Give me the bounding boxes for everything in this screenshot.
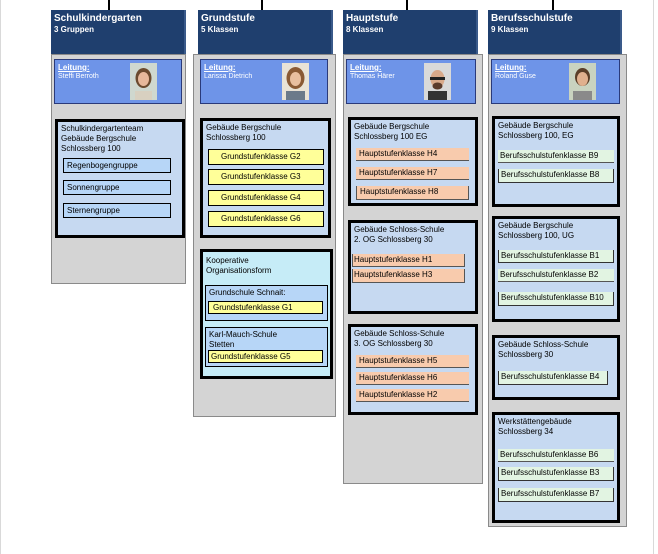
class-item: Berufsschulstufenklasse B3 — [498, 467, 614, 481]
building-address: Gebäude Schloss-Schule 3. OG Schlossberg… — [354, 329, 445, 348]
class-item: Grundstufenklasse G5 — [208, 350, 323, 363]
class-item: Berufsschulstufenklasse B4 — [498, 371, 608, 385]
leader-label: Leitung: — [58, 63, 90, 72]
building-box: Gebäude Bergschule Schlossberg 100 EG Ha… — [348, 117, 478, 206]
class-item: Berufsschulstufenklasse B8 — [498, 169, 614, 183]
partner-school-name: Karl-Mauch-Schule Stetten — [209, 330, 278, 349]
column-title: Grundstufe — [201, 13, 255, 24]
class-item: Berufsschulstufenklasse B9 — [498, 150, 614, 163]
leader-label: Leitung: — [204, 63, 236, 72]
page-border-left — [0, 0, 1, 554]
group-item: Sonnengruppe — [63, 180, 171, 195]
class-item: Hauptstufenklasse H8 — [356, 186, 469, 200]
class-item: Grundstufenklasse G1 — [208, 301, 323, 314]
building-address: Gebäude Bergschule Schlossberg 100 — [206, 123, 282, 142]
building-box: Gebäude Schloss-Schule 3. OG Schlossberg… — [348, 324, 478, 415]
class-item: Berufsschulstufenklasse B6 — [498, 449, 614, 462]
class-item: Berufsschulstufenklasse B7 — [498, 488, 614, 502]
partner-school-box: Karl-Mauch-Schule Stetten Grundstufenkla… — [205, 327, 328, 367]
class-item: Hauptstufenklasse H6 — [356, 372, 469, 385]
building-box: Gebäude Schloss-Schule 2. OG Schlossberg… — [348, 220, 478, 314]
column-header-berufsschulstufe: Berufsschulstufe 9 Klassen — [488, 10, 622, 54]
building-address: Schulkindergartenteam Gebäude Bergschule… — [61, 124, 144, 153]
class-item: Hauptstufenklasse H1 — [352, 254, 465, 267]
class-item: Hauptstufenklasse H4 — [356, 148, 469, 161]
leader-name: Roland Guse — [495, 73, 536, 80]
class-item: Hauptstufenklasse H3 — [352, 269, 465, 283]
leader-box: Leitung: Thomas Härer — [346, 59, 476, 104]
column-title: Berufsschulstufe — [491, 13, 573, 24]
leader-box: Leitung: Roland Guse — [491, 59, 620, 104]
leader-name: Larissa Dietrich — [204, 73, 253, 80]
group-item: Sternengruppe — [63, 203, 171, 218]
class-item: Grundstufenklasse G6 — [208, 211, 324, 227]
building-address: Gebäude Bergschule Schlossberg 100 EG — [354, 122, 430, 141]
group-item: Regenbogengruppe — [63, 158, 171, 173]
building-address: Gebäude Schloss-Schule Schlossberg 30 — [498, 340, 589, 359]
building-address: Gebäude Schloss-Schule 2. OG Schlossberg… — [354, 225, 445, 244]
building-box: Gebäude Bergschule Schlossberg 100, UG B… — [492, 216, 620, 322]
column-header-schulkindergarten: Schulkindergarten 3 Gruppen — [51, 10, 186, 54]
column-subtitle: 5 Klassen — [201, 25, 239, 34]
column-subtitle: 8 Klassen — [346, 25, 384, 34]
leader-name: Steffi Berroth — [58, 73, 99, 80]
class-item: Berufsschulstufenklasse B10 — [498, 292, 614, 306]
page-border-right — [653, 0, 654, 554]
leader-label: Leitung: — [350, 63, 382, 72]
class-item: Grundstufenklasse G4 — [208, 190, 324, 206]
building-box: Werkstättengebäude Schlossberg 34 Berufs… — [492, 412, 620, 523]
building-box: Gebäude Bergschule Schlossberg 100 Grund… — [200, 118, 331, 238]
building-box: Schulkindergartenteam Gebäude Bergschule… — [55, 119, 185, 238]
connector-line — [108, 0, 110, 10]
building-address: Gebäude Bergschule Schlossberg 100, UG — [498, 221, 575, 240]
partner-school-box: Grundschule Schnait: Grundstufenklasse G… — [205, 285, 328, 321]
class-item: Grundstufenklasse G3 — [208, 169, 324, 185]
column-title: Schulkindergarten — [54, 13, 142, 24]
leader-photo-avatar — [569, 63, 596, 100]
leader-box: Leitung: Steffi Berroth — [54, 59, 182, 104]
column-subtitle: 9 Klassen — [491, 25, 529, 34]
partner-school-name: Grundschule Schnait: — [209, 288, 286, 297]
connector-line — [261, 0, 263, 10]
cooperative-title: Kooperative Organisationsform — [206, 256, 272, 275]
class-item: Hauptstufenklasse H7 — [356, 167, 469, 180]
leader-photo-avatar — [282, 63, 309, 100]
class-item: Hauptstufenklasse H5 — [356, 355, 469, 368]
connector-line — [406, 0, 408, 10]
column-subtitle: 3 Gruppen — [54, 25, 95, 34]
column-header-grundstufe: Grundstufe 5 Klassen — [198, 10, 333, 54]
leader-name: Thomas Härer — [350, 73, 395, 80]
class-item: Berufsschulstufenklasse B2 — [498, 269, 614, 282]
building-box: Gebäude Bergschule Schlossberg 100, EG B… — [492, 116, 620, 207]
class-item: Grundstufenklasse G2 — [208, 149, 324, 165]
building-box: Gebäude Schloss-Schule Schlossberg 30 Be… — [492, 335, 620, 400]
connector-line — [552, 0, 554, 10]
building-address: Gebäude Bergschule Schlossberg 100, EG — [498, 121, 574, 140]
class-item: Berufsschulstufenklasse B1 — [498, 250, 614, 263]
class-item: Hauptstufenklasse H2 — [356, 389, 469, 402]
leader-box: Leitung: Larissa Dietrich — [200, 59, 328, 104]
cooperative-box: Kooperative Organisationsform Grundschul… — [200, 249, 333, 379]
leader-photo-avatar — [424, 63, 451, 100]
leader-label: Leitung: — [495, 63, 527, 72]
leader-photo-avatar — [130, 63, 157, 100]
column-title: Hauptstufe — [346, 13, 399, 24]
column-header-hauptstufe: Hauptstufe 8 Klassen — [343, 10, 478, 54]
building-address: Werkstättengebäude Schlossberg 34 — [498, 417, 572, 436]
